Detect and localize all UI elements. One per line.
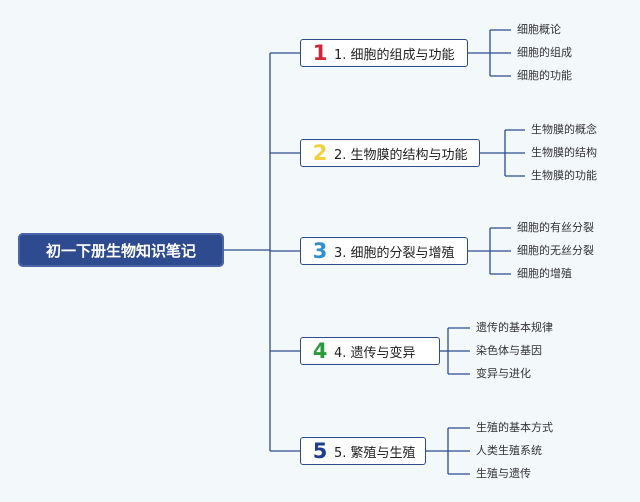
branch-label-2: 2. 生物膜的结构与功能 bbox=[334, 147, 468, 163]
branch-number-5: 5 bbox=[312, 439, 328, 463]
branch-label-4: 4. 遗传与变异 bbox=[334, 345, 416, 361]
branch-topic-4[interactable]: 4 4. 遗传与变异 bbox=[300, 337, 440, 365]
branch-number-4: 4 bbox=[312, 339, 328, 363]
subtopic-2-3[interactable]: 生物膜的功能 bbox=[531, 169, 597, 182]
branch-topic-2[interactable]: 2 2. 生物膜的结构与功能 bbox=[300, 139, 480, 167]
subtopic-1-3[interactable]: 细胞的功能 bbox=[517, 69, 572, 82]
subtopic-4-3[interactable]: 变异与进化 bbox=[476, 367, 531, 380]
subtopic-4-2[interactable]: 染色体与基因 bbox=[476, 344, 542, 357]
branch-label-1: 1. 细胞的组成与功能 bbox=[334, 47, 455, 63]
branch-label-5: 5. 繁殖与生殖 bbox=[334, 445, 416, 461]
root-topic-label: 初一下册生物知识笔记 bbox=[45, 241, 196, 260]
branch-topic-5[interactable]: 5 5. 繁殖与生殖 bbox=[300, 437, 426, 465]
subtopic-2-2[interactable]: 生物膜的结构 bbox=[531, 146, 597, 159]
subtopic-2-1[interactable]: 生物膜的概念 bbox=[531, 123, 597, 136]
branch-label-3: 3. 细胞的分裂与增殖 bbox=[334, 245, 455, 261]
subtopic-5-3[interactable]: 生殖与遗传 bbox=[476, 467, 531, 480]
branch-number-2: 2 bbox=[312, 141, 328, 165]
branch-number-1: 1 bbox=[312, 41, 328, 65]
subtopic-1-1[interactable]: 细胞概论 bbox=[517, 23, 561, 36]
subtopic-3-3[interactable]: 细胞的增殖 bbox=[517, 267, 572, 280]
branch-number-3: 3 bbox=[312, 239, 328, 263]
subtopic-4-1[interactable]: 遗传的基本规律 bbox=[476, 321, 553, 334]
subtopic-3-1[interactable]: 细胞的有丝分裂 bbox=[517, 221, 594, 234]
subtopic-5-1[interactable]: 生殖的基本方式 bbox=[476, 421, 553, 434]
subtopic-5-2[interactable]: 人类生殖系统 bbox=[476, 444, 542, 457]
root-topic[interactable]: 初一下册生物知识笔记 bbox=[18, 233, 224, 267]
branch-topic-3[interactable]: 3 3. 细胞的分裂与增殖 bbox=[300, 237, 468, 265]
branch-topic-1[interactable]: 1 1. 细胞的组成与功能 bbox=[300, 39, 468, 67]
subtopic-3-2[interactable]: 细胞的无丝分裂 bbox=[517, 244, 594, 257]
subtopic-1-2[interactable]: 细胞的组成 bbox=[517, 46, 572, 59]
